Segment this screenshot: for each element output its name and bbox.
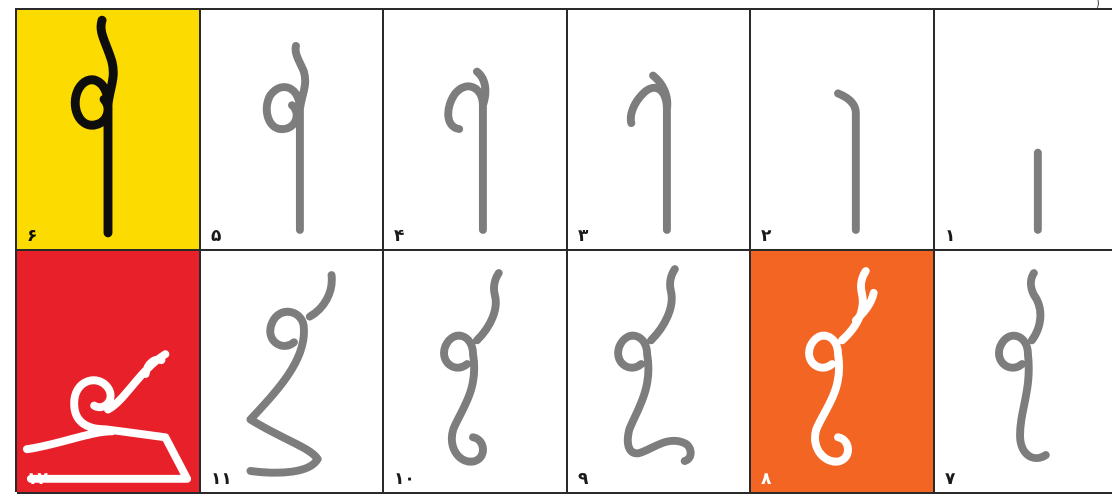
step-number: ۶ [27, 228, 37, 245]
glyph-stroke [448, 72, 485, 230]
glyph-stroke [809, 271, 874, 462]
cell-step-9: ۹ [568, 251, 751, 494]
step-number: ۳ [578, 228, 588, 245]
cell-step-10: ۱۰ [384, 251, 568, 494]
step-number: ۵ [211, 228, 221, 245]
step-number: ۹ [578, 471, 588, 488]
cell-step-2: ۲ [751, 10, 935, 251]
cell-step-8: ۸ [751, 251, 935, 494]
step-number: ۱۱ [211, 471, 232, 488]
cell-step-4: ۴ [384, 10, 568, 251]
glyph-stroke [267, 46, 305, 230]
glyph-stroke [444, 273, 499, 462]
step-number: ۸ [761, 471, 771, 488]
glyph-step-4-drawing [384, 10, 566, 249]
cell-step-11: ۱۱ [201, 251, 384, 494]
glyph-step-7-drawing [935, 251, 1112, 492]
cell-step-3: ۳ [568, 10, 751, 251]
cell-step-7: ۷ [935, 251, 1112, 494]
glyph-stroke [618, 269, 691, 461]
glyph-stroke [838, 93, 856, 230]
glyph-stroke [75, 20, 113, 233]
step-number: ۱۲ [27, 471, 48, 488]
step-number: ۱۰ [394, 471, 415, 488]
glyph-step-8-drawing [751, 251, 933, 492]
step-number: ۲ [761, 228, 771, 245]
glyph-construction-grid: ۶ ۵ ۴ ۳ ۲ ۱ ۱۲ [15, 8, 1112, 492]
glyph-stroke [27, 354, 187, 479]
cell-step-1: ۱ [935, 10, 1112, 251]
cell-step-12: ۱۲ [17, 251, 201, 494]
glyph-step-11-drawing [201, 251, 382, 492]
glyph-step-5-drawing [201, 10, 382, 249]
glyph-step-10-drawing [384, 251, 566, 492]
glyph-stroke [999, 273, 1046, 458]
glyph-step-9-drawing [568, 251, 749, 492]
step-number: ۷ [945, 471, 955, 488]
glyph-step-3-drawing [568, 10, 749, 249]
glyph-step-2-drawing [751, 10, 933, 249]
glyph-step-1-drawing [935, 10, 1112, 249]
glyph-step-6-drawing [17, 10, 199, 249]
glyph-stroke [250, 275, 331, 473]
glyph-stroke [631, 76, 667, 230]
step-number: ۱ [945, 228, 955, 245]
glyph-step-12-drawing [17, 251, 199, 492]
step-number: ۴ [394, 228, 404, 245]
cell-step-5: ۵ [201, 10, 384, 251]
cell-step-6: ۶ [17, 10, 201, 251]
